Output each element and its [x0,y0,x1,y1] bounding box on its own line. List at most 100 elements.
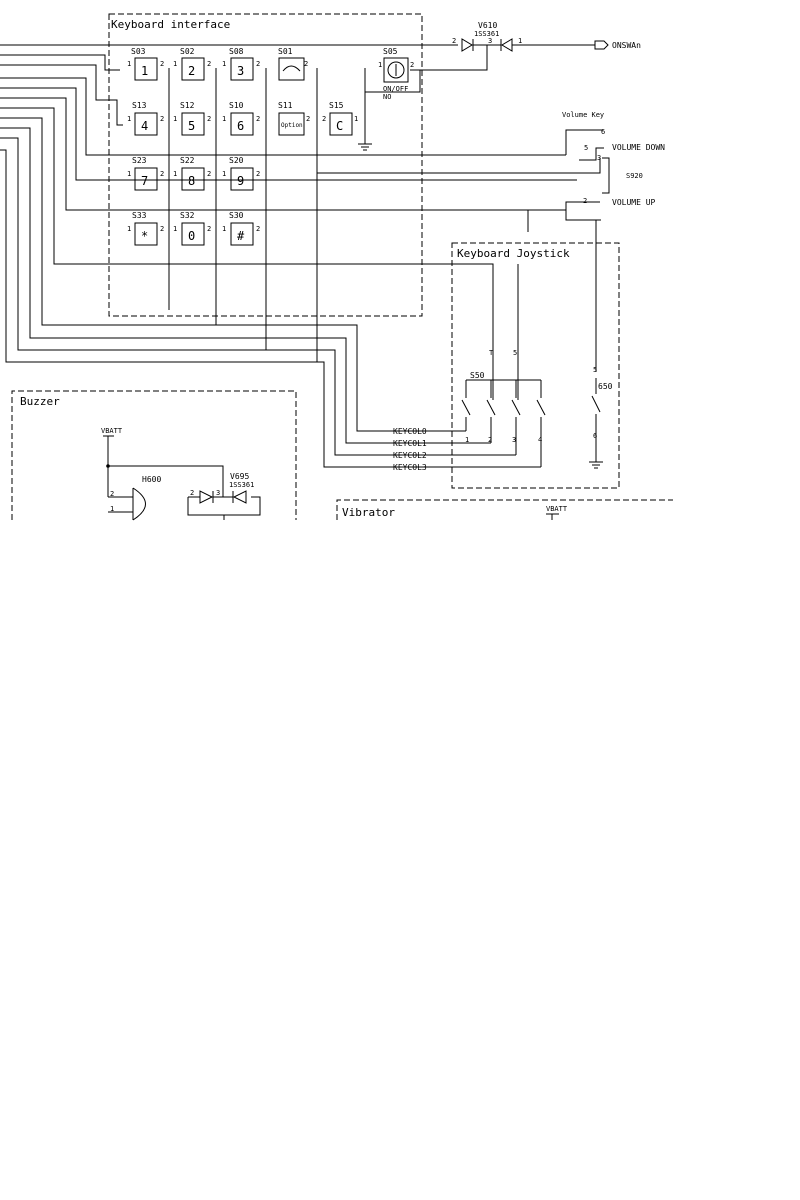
joystick-side-ref: 650 [598,382,613,391]
power-key-label: ON/OFF [383,85,408,93]
key-label: 6 [237,119,244,133]
keycol-label: KEYCOL2 [393,451,427,460]
svg-text:1: 1 [173,170,177,178]
key-label: 3 [237,64,244,78]
svg-text:1: 1 [222,225,226,233]
key-label: 9 [237,174,244,188]
key-ref: S23 [132,156,147,165]
onswan-label: ONSWAn [612,41,641,50]
svg-text:2: 2 [488,436,492,444]
vibrator-box: Vibrator [336,499,673,520]
svg-text:4: 4 [538,436,542,444]
volume-key: Volume Key 6 5 3 VOLUME DOWN S920 2 VOLU… [528,111,665,372]
key-switch-send: S01 2 [278,47,308,81]
diode-pin: 3 [488,37,492,45]
svg-text:2: 2 [410,61,414,69]
keyboard-interface-title: Keyboard interface [111,18,230,31]
vibrator-title: Vibrator [342,506,395,519]
diode-v610: V610 1SS361 2 3 1 ONSWAn [412,21,641,71]
key-switch-option: S11 Option 2 [278,101,310,136]
key-label: 4 [141,119,148,133]
svg-text:1: 1 [173,60,177,68]
svg-text:2: 2 [207,60,211,68]
handset-icon [282,65,301,72]
svg-text:5: 5 [593,366,597,374]
diode-ref: V610 [478,21,497,30]
svg-text:2: 2 [304,60,308,68]
key-label: Option [281,122,303,129]
key-switch: S20 9 1 2 [222,156,260,191]
svg-text:3: 3 [216,489,220,497]
svg-text:1: 1 [465,436,469,444]
svg-text:2: 2 [583,197,587,205]
svg-text:1: 1 [222,115,226,123]
svg-text:2: 2 [256,170,260,178]
buzzer-circuit: VBATT H600 2 1 V695 1SS361 2 3 [101,427,261,521]
svg-text:5: 5 [513,349,517,357]
svg-text:1: 1 [173,115,177,123]
key-ref: S33 [132,211,147,220]
svg-text:1: 1 [173,225,177,233]
key-ref: S15 [329,101,344,110]
svg-text:6: 6 [601,128,605,136]
svg-text:2: 2 [160,170,164,178]
diode-pin: 2 [452,37,456,45]
key-label: 7 [141,174,148,188]
buzzer-icon [132,487,146,521]
buzzer-vbatt-label: VBATT [101,427,123,435]
key-ref: S32 [180,211,195,220]
key-label: 5 [188,119,195,133]
svg-text:2: 2 [306,115,310,123]
svg-text:2: 2 [160,225,164,233]
svg-text:1: 1 [354,115,358,123]
svg-text:3: 3 [597,154,601,162]
keyboard-joystick-title: Keyboard Joystick [457,247,570,260]
svg-text:3: 3 [512,436,516,444]
joystick-ref: S50 [470,371,485,380]
diode-part: 1SS361 [474,30,499,38]
keycol-net-labels: KEYCOL0 KEYCOL1 KEYCOL2 KEYCOL3 [393,427,427,472]
volume-down-label: VOLUME DOWN [612,143,665,152]
onswan-port [594,40,609,50]
svg-text:1: 1 [378,61,382,69]
svg-text:1: 1 [110,505,114,513]
svg-text:2: 2 [256,225,260,233]
key-ref: S05 [383,47,398,56]
power-icon [387,61,405,79]
svg-text:2: 2 [207,170,211,178]
svg-text:1: 1 [222,170,226,178]
key-ref: S11 [278,101,293,110]
svg-text:2: 2 [207,225,211,233]
left-bus-wiring [0,44,577,468]
key-label: * [141,229,148,243]
buzzer-box: Buzzer [11,390,297,520]
svg-text:2: 2 [322,115,326,123]
key-ref: S13 [132,101,147,110]
joystick-switch-s50: S50 1 2 3 4 T 5 [461,349,546,467]
keycol-label: KEYCOL1 [393,439,427,448]
keyboard-interface-box: Keyboard interface [108,13,423,317]
buzzer-diode-ref: V695 [230,472,249,481]
svg-text:2: 2 [256,115,260,123]
svg-text:2: 2 [256,60,260,68]
svg-text:5: 5 [584,144,588,152]
volume-ref: S920 [626,172,643,180]
svg-text:2: 2 [110,490,114,498]
key-ref: S01 [278,47,293,56]
buzzer-diode-part: 1SS361 [229,481,254,489]
key-ref: S20 [229,156,244,165]
key-ref: S22 [180,156,195,165]
vibrator-circuit: VBATT [546,505,568,520]
key-ref: S02 [180,47,195,56]
